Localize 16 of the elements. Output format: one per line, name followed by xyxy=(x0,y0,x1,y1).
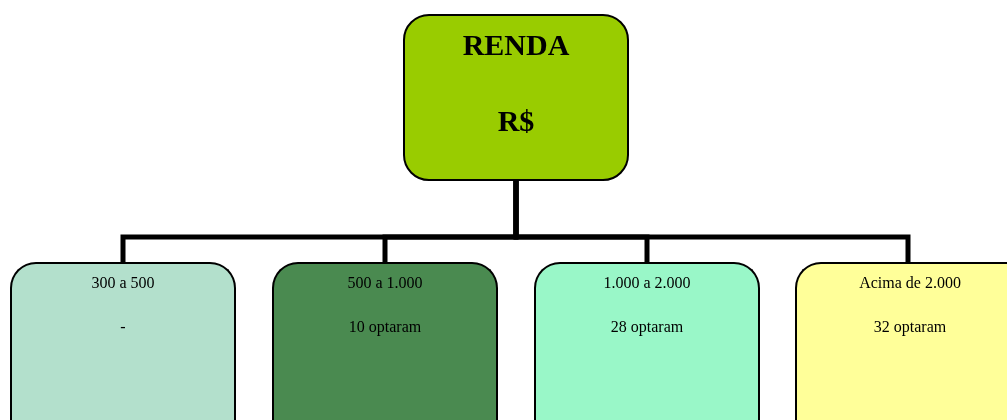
count-label: 32 optaram xyxy=(872,318,948,336)
title-text: RENDA xyxy=(461,28,571,62)
range-label: 1.000 a 2.000 xyxy=(602,274,692,292)
category-box xyxy=(10,262,236,420)
count-label: - xyxy=(119,318,127,336)
connector-line xyxy=(513,181,911,262)
range-label: 300 a 500 xyxy=(90,274,156,292)
currency-text: R$ xyxy=(496,104,536,138)
range-label: Acima de 2.000 xyxy=(858,274,962,292)
root-box xyxy=(403,14,629,181)
count-label: 28 optaram xyxy=(609,318,685,336)
category-box xyxy=(272,262,498,420)
category-box xyxy=(795,262,1007,420)
category-box xyxy=(534,262,760,420)
range-label: 500 a 1.000 xyxy=(346,274,424,292)
count-label: 10 optaram xyxy=(347,318,423,336)
